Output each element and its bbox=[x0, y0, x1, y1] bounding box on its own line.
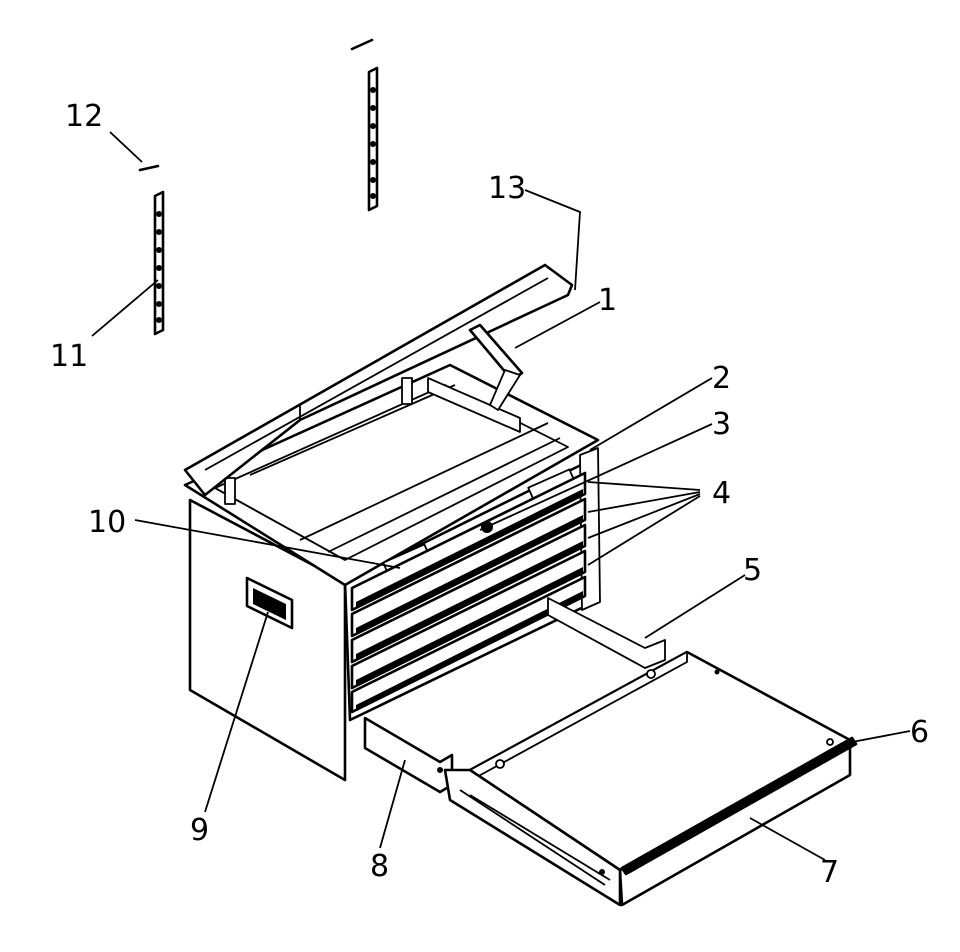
callout-labels: 1 2 3 4 5 6 7 8 9 10 11 12 13 bbox=[50, 99, 929, 890]
callout-2: 2 bbox=[712, 361, 731, 396]
slide-rail bbox=[363, 716, 454, 794]
callout-7: 7 bbox=[820, 855, 839, 890]
slide-rail bbox=[547, 597, 666, 669]
drawer-stack bbox=[350, 471, 587, 714]
lid bbox=[183, 263, 574, 497]
hanger-strip bbox=[367, 66, 379, 212]
hanger-strips bbox=[138, 38, 379, 336]
callout-3: 3 bbox=[712, 407, 731, 442]
leader-lines bbox=[91, 131, 911, 861]
callout-6: 6 bbox=[910, 715, 929, 750]
callout-4: 4 bbox=[712, 476, 731, 511]
callout-11: 11 bbox=[50, 339, 88, 374]
screw bbox=[350, 38, 374, 51]
callout-13: 13 bbox=[488, 171, 526, 206]
callout-12: 12 bbox=[65, 99, 103, 134]
lid-stay bbox=[468, 323, 524, 382]
callout-5: 5 bbox=[743, 553, 762, 588]
callout-9: 9 bbox=[190, 813, 209, 848]
callout-1: 1 bbox=[598, 283, 617, 318]
screw bbox=[138, 164, 160, 172]
hanger-strip bbox=[153, 190, 165, 336]
side-panel bbox=[188, 498, 347, 782]
callout-8: 8 bbox=[370, 849, 389, 884]
drawer-pull bbox=[620, 736, 858, 876]
callout-10: 10 bbox=[88, 505, 126, 540]
open-drawer bbox=[363, 597, 858, 907]
lid-panel bbox=[183, 263, 574, 497]
